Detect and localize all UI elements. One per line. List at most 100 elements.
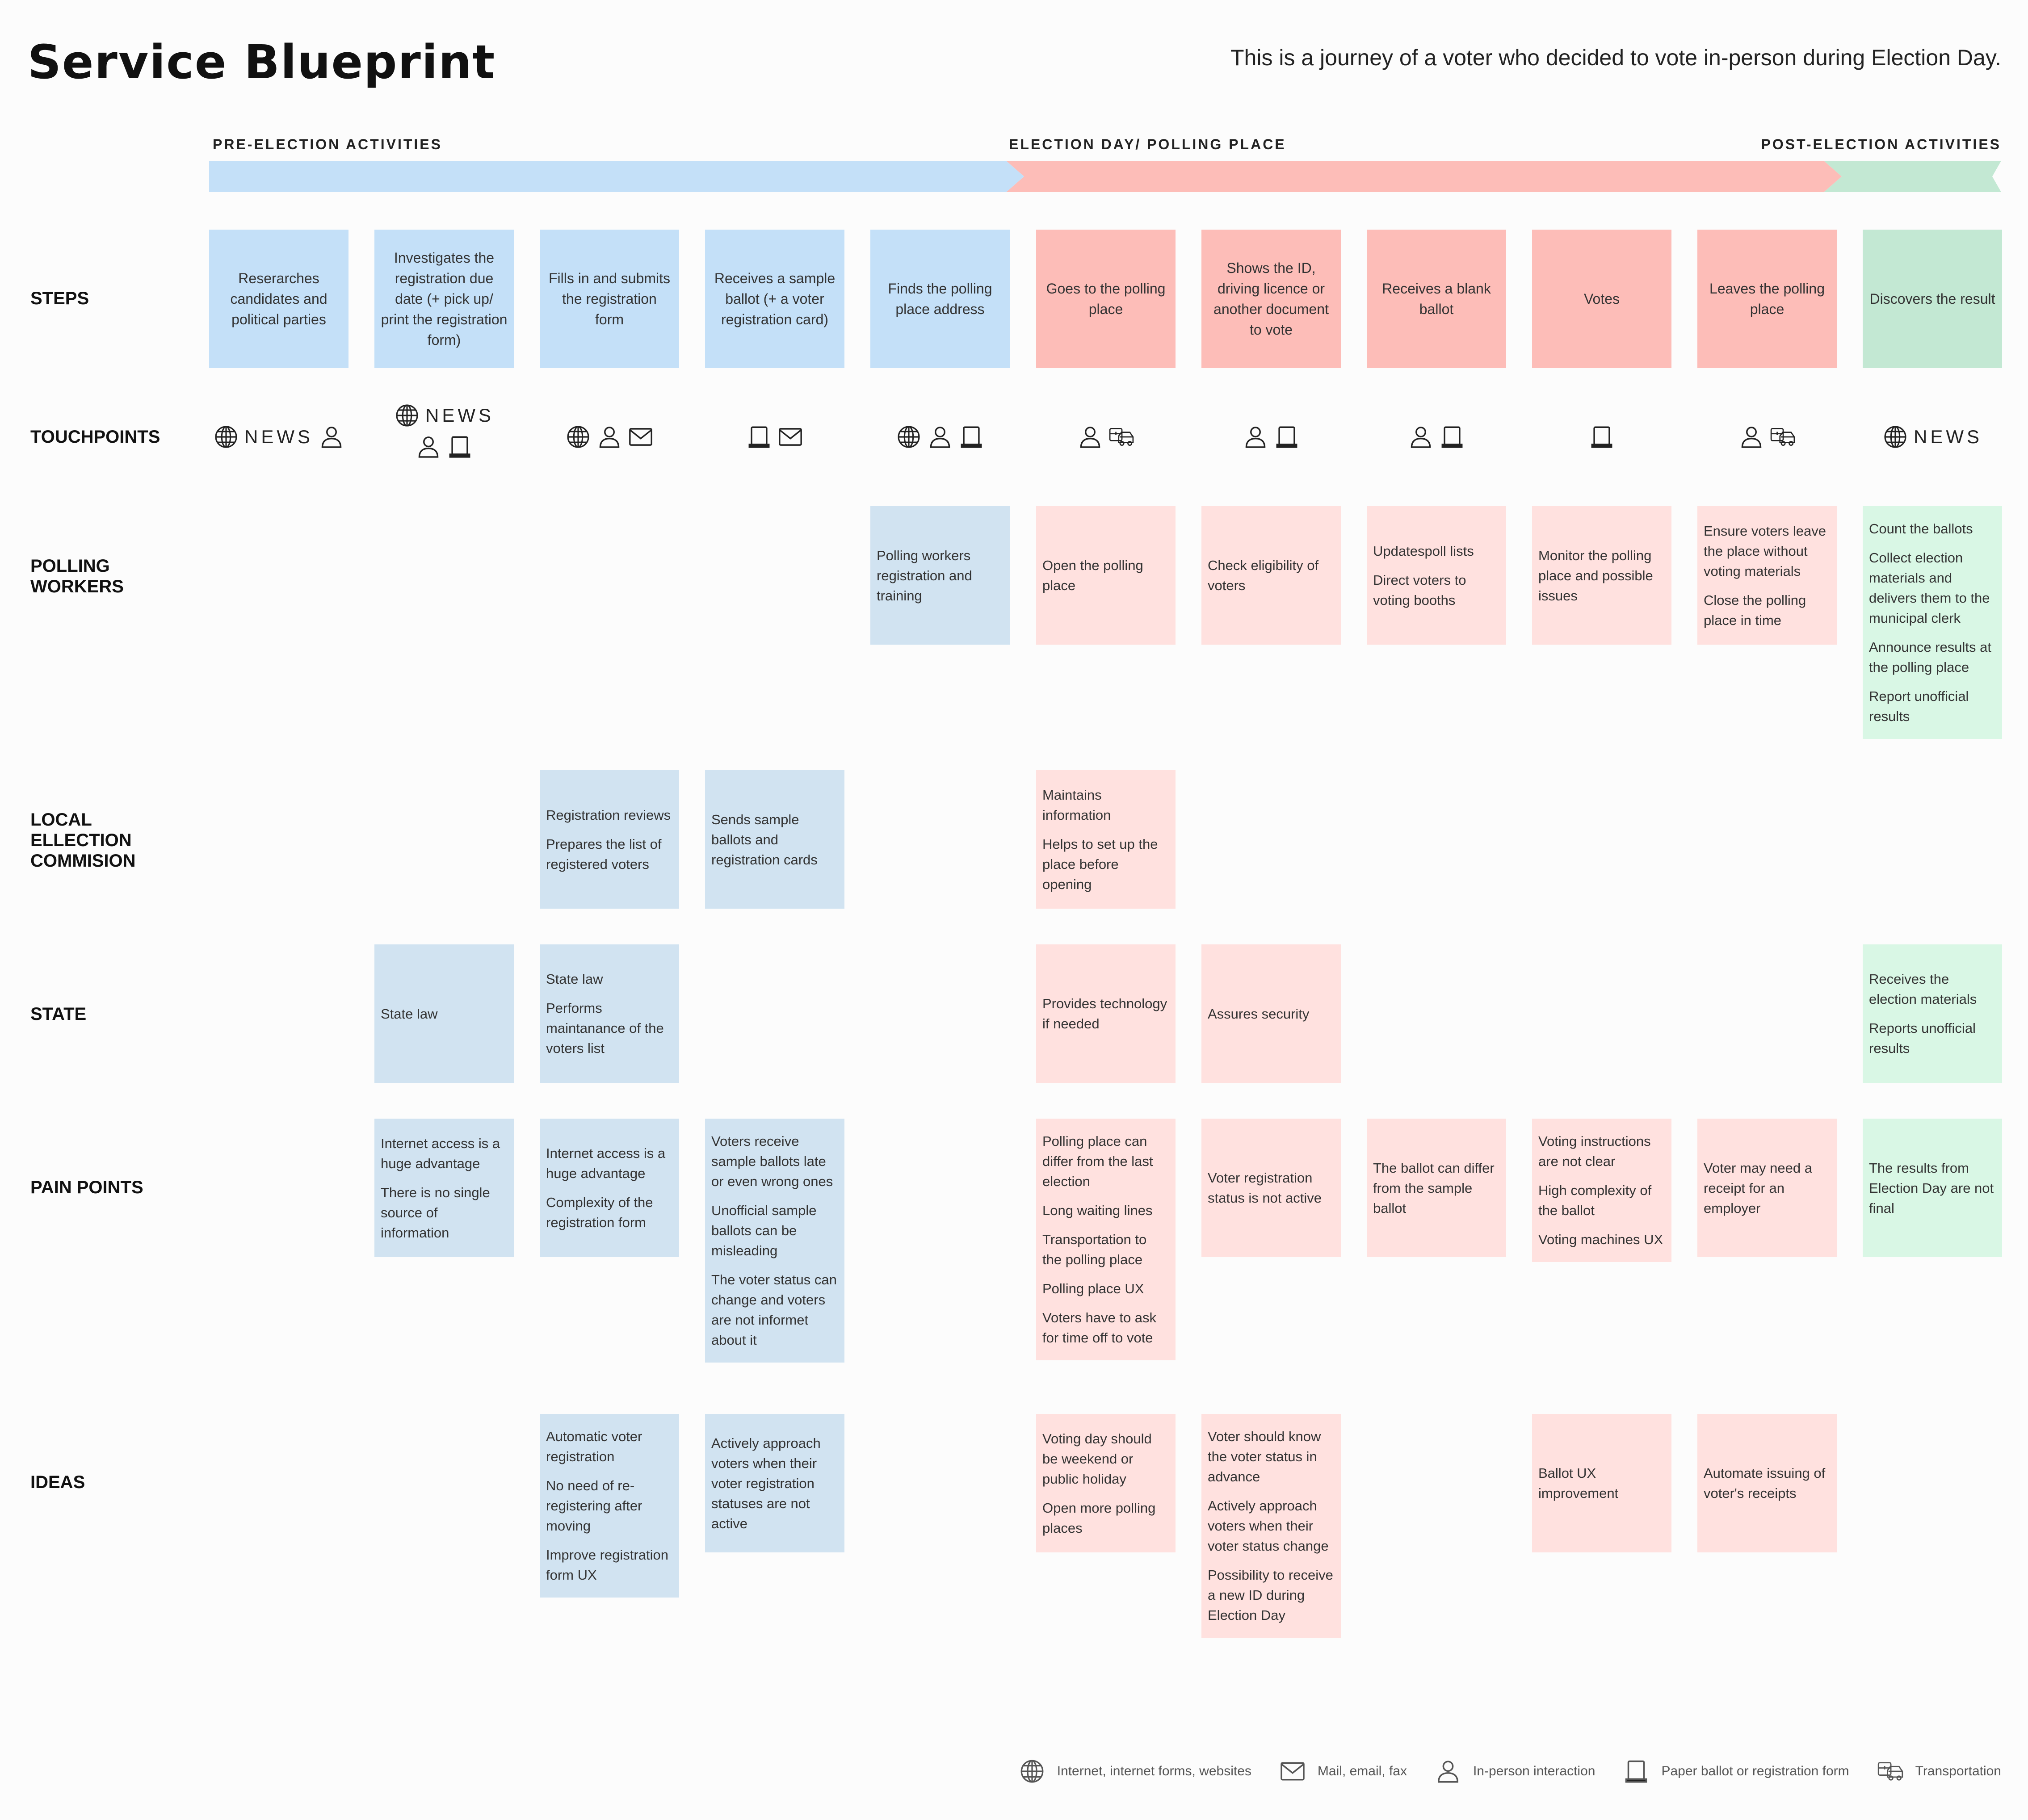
ballot-icon xyxy=(958,424,984,450)
step-card: Finds the polling place address xyxy=(870,230,1010,368)
note-text: Automatic voter registration xyxy=(546,1429,642,1464)
ballot-icon xyxy=(746,424,772,450)
touchpoint-group: NEWS xyxy=(1863,412,2002,461)
news-touchpoint-label: NEWS xyxy=(244,426,313,447)
person-icon xyxy=(1408,424,1434,450)
ballot-icon xyxy=(1623,1758,1650,1785)
note-text: Open the polling place xyxy=(1042,558,1143,593)
note-text: Voters have to ask for time off to vote xyxy=(1042,1310,1157,1346)
note-text: Actively approach voters when their vote… xyxy=(711,1435,821,1531)
note-text: Direct voters to voting booths xyxy=(1373,572,1466,608)
pain-point-note: Voters receive sample ballots late or ev… xyxy=(705,1119,844,1363)
internet-icon xyxy=(1019,1758,1045,1785)
note-text: Reports unofficial results xyxy=(1869,1020,1976,1056)
idea-note: Actively approach voters when their vote… xyxy=(705,1414,844,1552)
note-text: Provides technology if needed xyxy=(1042,996,1167,1032)
legend-item: Transportation xyxy=(1877,1758,2001,1785)
note-text: Ensure voters leave the place without vo… xyxy=(1704,523,1826,579)
legend-label: Internet, internet forms, websites xyxy=(1057,1764,1251,1778)
note-text: Voter should know the voter status in ad… xyxy=(1208,1429,1321,1485)
touchpoint-group xyxy=(1532,412,1671,461)
person-icon xyxy=(1243,424,1268,450)
note-text: Internet access is a huge advantage xyxy=(381,1135,500,1171)
row-label-steps: STEPS xyxy=(30,289,89,308)
note-text: Voters receive sample ballots late or ev… xyxy=(711,1133,833,1189)
step-card: Goes to the polling place xyxy=(1036,230,1176,368)
person-icon xyxy=(319,424,344,450)
note-text: Prepares the list of registered voters xyxy=(546,836,662,872)
note-text: Report unofficial results xyxy=(1869,688,1969,724)
touchpoint-group xyxy=(705,412,844,461)
note-text: Receives the election materials xyxy=(1869,971,1977,1007)
idea-note: Ballot UX improvement xyxy=(1532,1414,1671,1552)
pain-point-note: The results from Election Day are not fi… xyxy=(1863,1119,2002,1257)
note-text: Transportation to the polling place xyxy=(1042,1232,1147,1267)
note-text: Automate issuing of voter's receipts xyxy=(1704,1465,1826,1501)
person-icon xyxy=(416,434,441,460)
phase-timeline-bar xyxy=(209,161,2001,192)
note-text: Voting day should be weekend or public h… xyxy=(1042,1430,1152,1487)
polling-worker-note: Polling workers registration and trainin… xyxy=(870,506,1010,645)
legend-item: In-person interaction xyxy=(1435,1758,1596,1785)
note-text: Voter may need a receipt for an employer xyxy=(1704,1160,1812,1216)
note-text: Count the ballots xyxy=(1869,521,1973,537)
legend-item: Paper ballot or registration form xyxy=(1623,1758,1849,1785)
idea-note: Automate issuing of voter's receipts xyxy=(1697,1414,1837,1552)
note-text: High complexity of the ballot xyxy=(1538,1183,1652,1218)
state-note: Provides technology if needed xyxy=(1036,944,1176,1083)
note-text: Close the polling place in time xyxy=(1704,592,1806,628)
ballot-icon xyxy=(1589,424,1615,450)
step-card: Investigates the registration due date (… xyxy=(374,230,514,368)
note-text: The voter status can change and voters a… xyxy=(711,1272,837,1348)
phase-label-election-day: ELECTION DAY/ POLLING PLACE xyxy=(1009,136,1286,152)
note-text: Open more polling places xyxy=(1042,1500,1156,1536)
step-card: Receives a blank ballot xyxy=(1367,230,1506,368)
note-text: State law xyxy=(381,1006,438,1022)
legend-label: Mail, email, fax xyxy=(1317,1764,1407,1778)
state-note: Assures security xyxy=(1201,944,1341,1083)
pain-point-note: Polling place can differ from the last e… xyxy=(1036,1119,1176,1360)
mail-icon xyxy=(1279,1758,1306,1785)
row-label-polling-workers: POLLING WORKERS xyxy=(30,556,124,596)
touchpoint-group xyxy=(1201,412,1341,461)
note-text: Updatespoll lists xyxy=(1373,543,1474,559)
transport-icon xyxy=(1877,1758,1904,1785)
note-text: The results from Election Day are not fi… xyxy=(1869,1160,1994,1216)
note-text: Improve registration form UX xyxy=(546,1547,668,1583)
mail-icon xyxy=(777,424,803,450)
legend-label: In-person interaction xyxy=(1473,1764,1596,1778)
internet-icon xyxy=(1882,424,1908,450)
legend-label: Transportation xyxy=(1915,1764,2001,1778)
transport-icon xyxy=(1108,424,1134,450)
note-text: State law xyxy=(546,971,603,987)
pain-point-note: Voter may need a receipt for an employer xyxy=(1697,1119,1837,1257)
touchpoint-group: NEWS xyxy=(209,412,348,461)
note-text: Announce results at the polling place xyxy=(1869,639,1992,675)
touchpoint-group xyxy=(540,412,679,461)
legend-label: Paper ballot or registration form xyxy=(1661,1764,1849,1778)
note-text: Monitor the polling place and possible i… xyxy=(1538,547,1653,604)
note-text: Assures security xyxy=(1208,1006,1310,1022)
row-label-touchpoints: TOUCHPOINTS xyxy=(30,427,160,447)
person-icon xyxy=(1077,424,1103,450)
polling-worker-note: Open the polling place xyxy=(1036,506,1176,645)
note-text: Possibility to receive a new ID during E… xyxy=(1208,1567,1333,1623)
person-icon xyxy=(927,424,953,450)
note-text: No need of re-registering after moving xyxy=(546,1478,642,1534)
note-text: Voting machines UX xyxy=(1538,1232,1663,1247)
person-icon xyxy=(1435,1758,1461,1785)
phase-bar-post-election xyxy=(1824,161,2001,192)
note-text: Check eligibility of voters xyxy=(1208,558,1319,593)
idea-note: Automatic voter registration No need of r… xyxy=(540,1414,679,1598)
row-label-local-election-commission: LOCAL ELLECTION COMMISION xyxy=(30,810,136,871)
internet-icon xyxy=(565,424,591,450)
commission-note: Sends sample ballots and registration ca… xyxy=(705,770,844,909)
polling-worker-note: Monitor the polling place and possible i… xyxy=(1532,506,1671,645)
internet-icon xyxy=(394,403,420,428)
